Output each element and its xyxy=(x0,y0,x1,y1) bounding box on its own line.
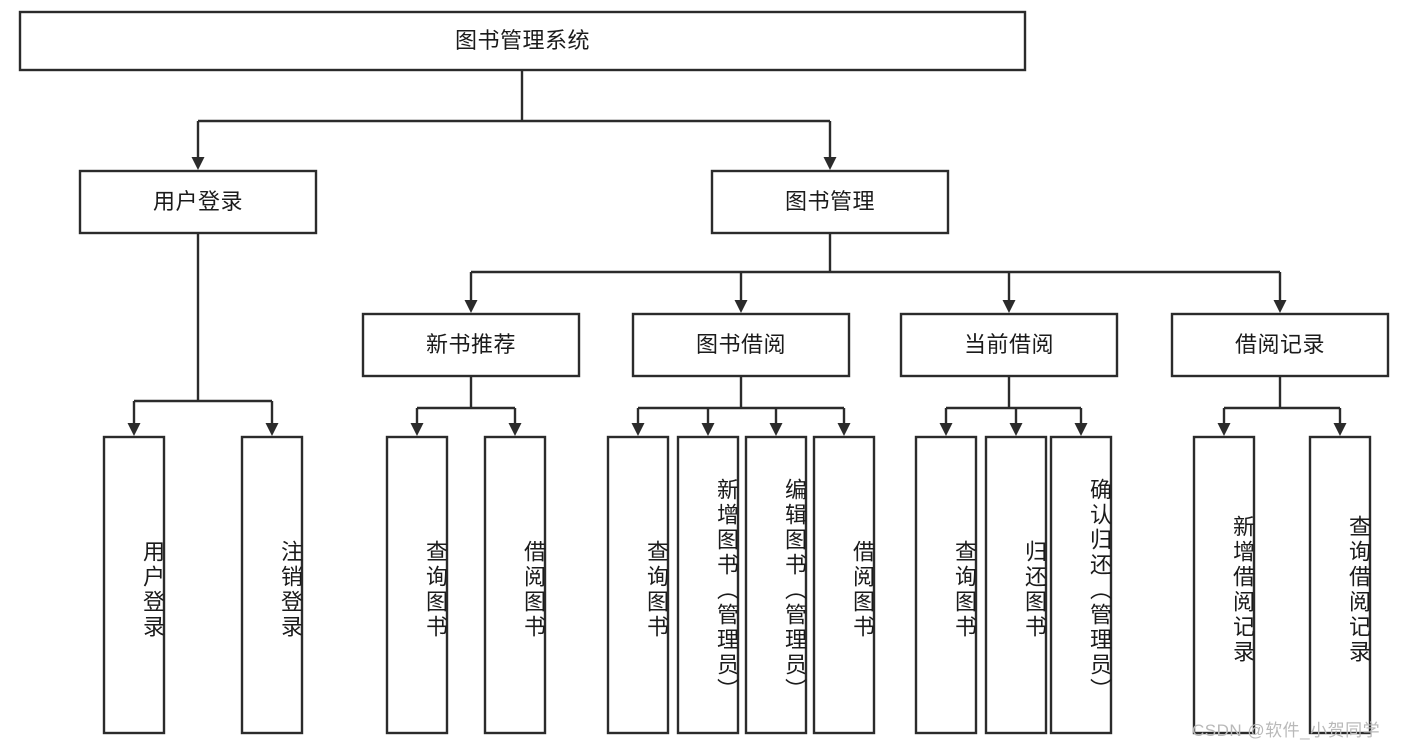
node-box-book-manage[interactable] xyxy=(710,169,950,235)
arrow-leaf-add-book-icon xyxy=(701,423,715,436)
arrow-leaf-query-record-icon xyxy=(1333,423,1347,436)
node-box-leaf-edit-book-admin[interactable] xyxy=(744,435,808,735)
node-box-leaf-borrow-book[interactable] xyxy=(812,435,876,735)
node-box-layer xyxy=(18,10,1390,735)
arrow-user-login-icon xyxy=(191,157,205,170)
arrow-leaf-confirm-return-icon xyxy=(1074,423,1088,436)
node-box-leaf-return-book[interactable] xyxy=(984,435,1048,735)
node-box-leaf-logout[interactable] xyxy=(240,435,304,735)
node-box-user-login[interactable] xyxy=(78,169,318,235)
arrow-leaf-query-borrow-icon xyxy=(631,423,645,436)
node-box-leaf-query-borrow-record[interactable] xyxy=(1308,435,1372,735)
arrow-leaf-return-book-icon xyxy=(1009,423,1023,436)
node-box-current-borrow[interactable] xyxy=(899,312,1119,378)
node-box-root[interactable] xyxy=(18,10,1027,72)
arrow-current-borrow-icon xyxy=(1002,300,1016,313)
node-box-leaf-confirm-return-admin[interactable] xyxy=(1049,435,1113,735)
node-box-leaf-user-login[interactable] xyxy=(102,435,166,735)
arrow-leaf-edit-book-icon xyxy=(769,423,783,436)
arrow-leaf-add-record-icon xyxy=(1217,423,1231,436)
arrow-book-manage-icon xyxy=(823,157,837,170)
arrow-leaf-user-login-icon xyxy=(127,423,141,436)
node-box-leaf-query-book-current[interactable] xyxy=(914,435,978,735)
node-box-book-borrow[interactable] xyxy=(631,312,851,378)
arrow-new-book-recommend-icon xyxy=(464,300,478,313)
arrow-leaf-borrow-book-icon xyxy=(837,423,851,436)
node-box-leaf-borrow-book-rec[interactable] xyxy=(483,435,547,735)
arrow-leaf-query-rec-icon xyxy=(410,423,424,436)
node-box-leaf-add-borrow-record[interactable] xyxy=(1192,435,1256,735)
watermark-text: CSDN @软件_小贺同学 xyxy=(1192,721,1381,740)
arrow-leaf-query-current-icon xyxy=(939,423,953,436)
arrow-borrow-record-icon xyxy=(1273,300,1287,313)
node-box-borrow-record[interactable] xyxy=(1170,312,1390,378)
node-box-leaf-query-book-rec[interactable] xyxy=(385,435,449,735)
arrow-leaf-borrow-rec-icon xyxy=(508,423,522,436)
arrow-head-layer xyxy=(127,157,1347,436)
arrow-book-borrow-icon xyxy=(734,300,748,313)
node-box-new-book-recommend[interactable] xyxy=(361,312,581,378)
node-box-leaf-query-book-borrow[interactable] xyxy=(606,435,670,735)
arrow-leaf-logout-icon xyxy=(265,423,279,436)
node-box-leaf-add-book-admin[interactable] xyxy=(676,435,740,735)
